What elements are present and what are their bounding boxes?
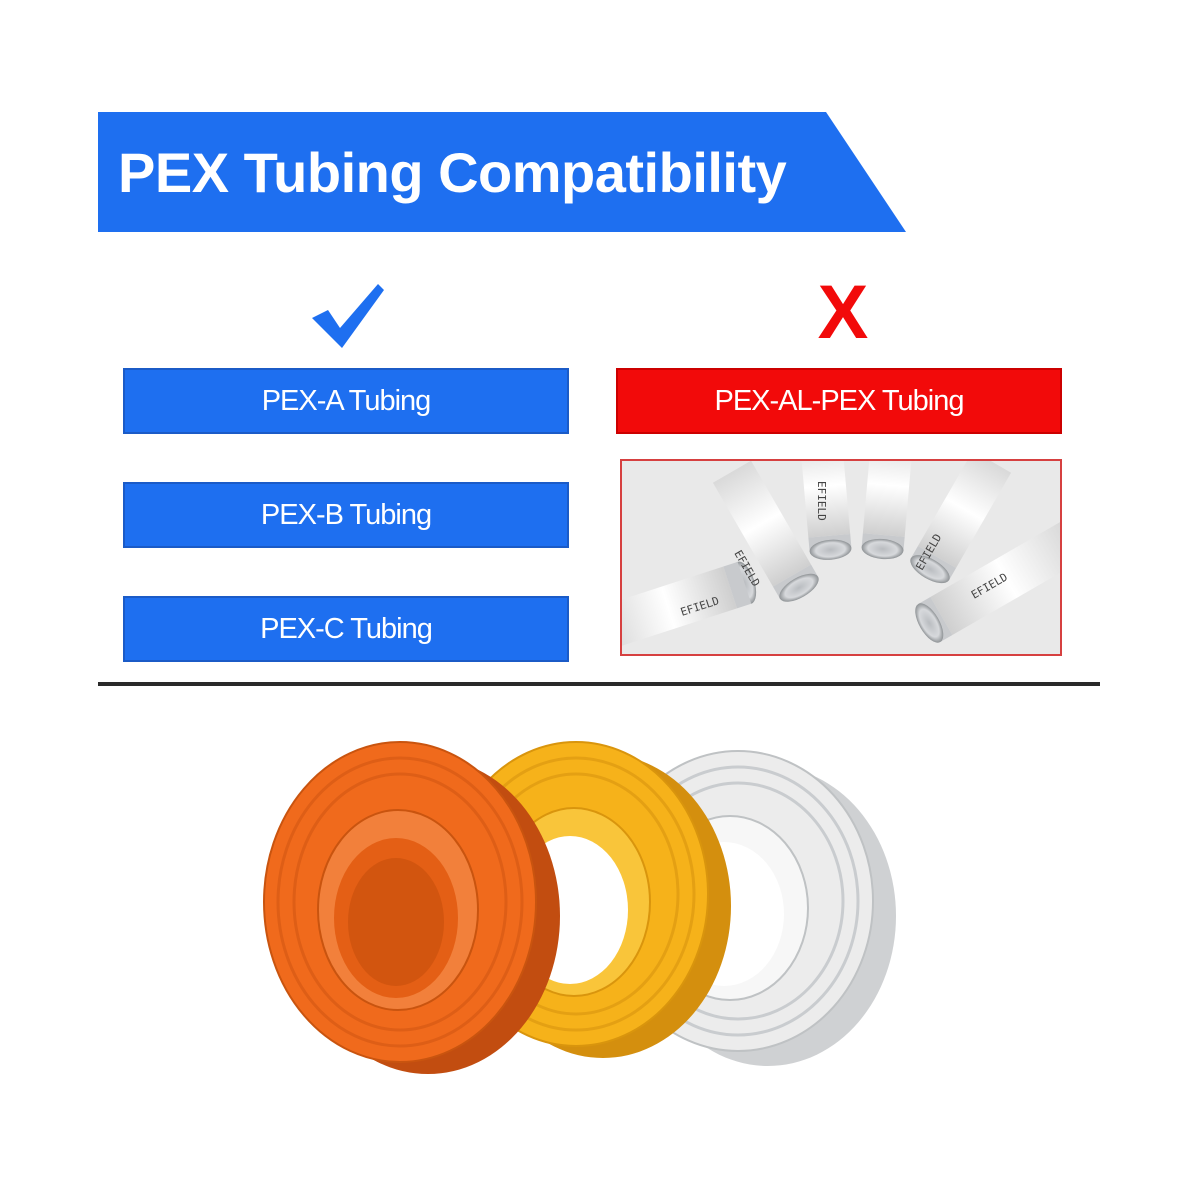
title-banner: PEX Tubing Compatibility [98, 112, 906, 232]
pipe-label: EFIELD [815, 481, 828, 521]
pex-a-label: PEX-A Tubing [261, 384, 432, 417]
section-divider [98, 682, 1100, 686]
pex-c-chip: PEX-C Tubing [123, 596, 569, 662]
pex-al-pex-label: PEX-AL-PEX Tubing [714, 384, 965, 417]
pex-b-chip: PEX-B Tubing [123, 482, 569, 548]
orange-coil [263, 741, 560, 1074]
pex-c-label: PEX-C Tubing [260, 612, 433, 645]
x-mark-icon: X [817, 270, 869, 355]
pex-a-chip: PEX-A Tubing [123, 368, 569, 434]
pex-coils-image [263, 741, 896, 1074]
checkmark-icon [312, 284, 384, 348]
pex-al-pex-photo: EFIELD EFIELD EFIELD EFIELD EFIELD [620, 459, 1062, 656]
page-title: PEX Tubing Compatibility [118, 141, 787, 204]
pex-b-label: PEX-B Tubing [260, 498, 432, 531]
banner-shape [98, 112, 906, 232]
pex-al-pex-chip: PEX-AL-PEX Tubing [616, 368, 1062, 434]
pipe-ends-illustration: EFIELD EFIELD EFIELD EFIELD EFIELD [622, 461, 1060, 654]
